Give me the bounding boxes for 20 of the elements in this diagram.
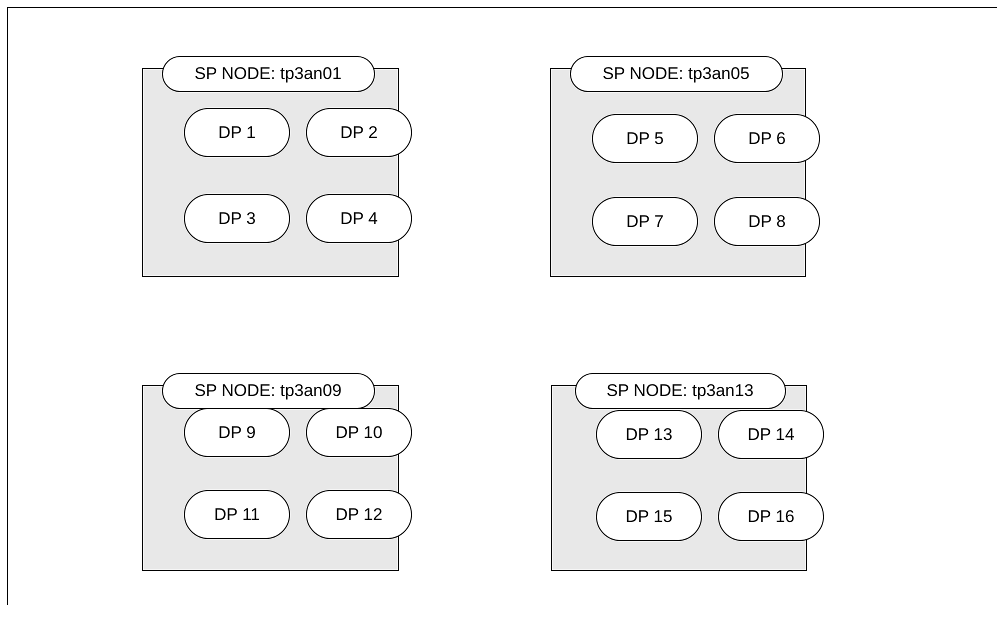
node-title: SP NODE: tp3an05: [570, 56, 782, 92]
dp-pill: DP 16: [718, 492, 824, 541]
dp-pill: DP 1: [184, 108, 290, 157]
dp-pill: DP 6: [714, 114, 820, 163]
dp-pill: DP 11: [184, 490, 290, 539]
dp-pill: DP 15: [596, 492, 702, 541]
dp-pill: DP 10: [306, 408, 412, 457]
dp-pill: DP 3: [184, 194, 290, 243]
dp-pill: DP 14: [718, 410, 824, 459]
dp-pill: DP 7: [592, 197, 698, 246]
dp-pill: DP 4: [306, 194, 412, 243]
node-title: SP NODE: tp3an13: [574, 372, 786, 408]
dp-pill: DP 8: [714, 197, 820, 246]
dp-pill: DP 12: [306, 490, 412, 539]
node-title: SP NODE: tp3an09: [162, 372, 374, 408]
dp-pill: DP 9: [184, 408, 290, 457]
dp-pill: DP 2: [306, 108, 412, 157]
dp-pill: DP 5: [592, 114, 698, 163]
dp-pill: DP 13: [596, 410, 702, 459]
node-title: SP NODE: tp3an01: [162, 56, 374, 92]
